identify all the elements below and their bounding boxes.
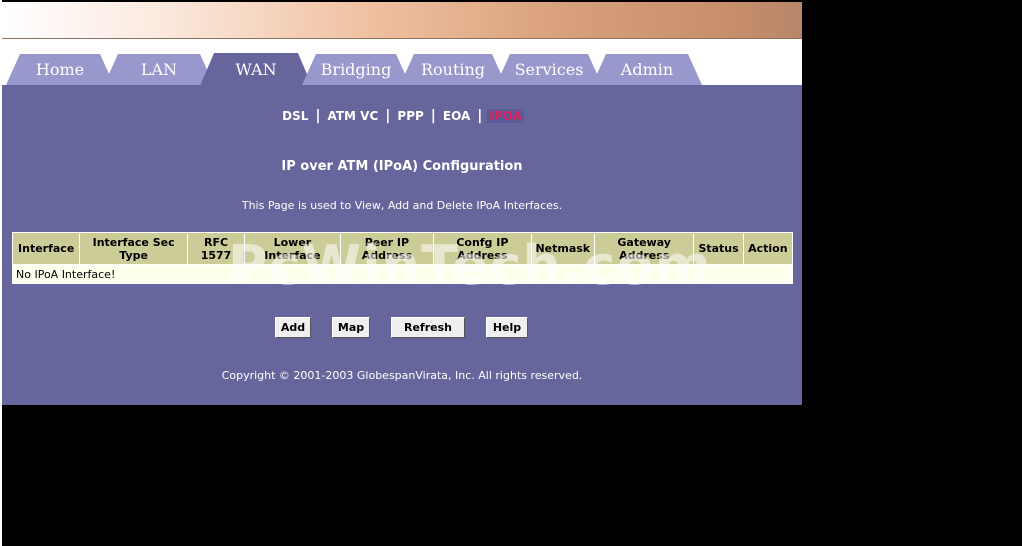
tab-label: Routing bbox=[420, 60, 486, 79]
subnav-ipoa[interactable]: IPOA bbox=[487, 109, 524, 123]
tab-label: LAN bbox=[140, 60, 178, 79]
tab-label: Bridging bbox=[320, 60, 392, 79]
map-button[interactable]: Map bbox=[332, 317, 370, 338]
add-button[interactable]: Add bbox=[275, 317, 311, 338]
subnav-ppp[interactable]: PPP bbox=[397, 109, 424, 123]
tab-wan[interactable]: WAN bbox=[200, 53, 312, 86]
help-button[interactable]: Help bbox=[486, 317, 528, 338]
subnav-eoa[interactable]: EOA bbox=[442, 109, 471, 123]
tab-lan[interactable]: LAN bbox=[104, 54, 214, 85]
tab-routing[interactable]: Routing bbox=[400, 54, 506, 85]
page-title: IP over ATM (IPoA) Configuration bbox=[281, 159, 523, 174]
column-header: Interface bbox=[13, 233, 80, 264]
table-row: No IPoA Interface! bbox=[13, 265, 792, 283]
tab-services[interactable]: Services bbox=[496, 54, 602, 85]
sub-navigation: DSL | ATM VC | PPP | EOA | IPOA bbox=[2, 109, 802, 123]
subnav-separator: | bbox=[385, 108, 391, 124]
subnav-separator: | bbox=[430, 108, 436, 124]
tab-label: Home bbox=[35, 60, 85, 79]
banner-divider bbox=[2, 38, 802, 39]
subnav-atm-vc[interactable]: ATM VC bbox=[327, 109, 379, 123]
window-left-border bbox=[0, 0, 2, 546]
subnav-separator: | bbox=[477, 108, 483, 124]
copyright-notice: Copyright © 2001-2003 GlobespanVirata, I… bbox=[221, 369, 583, 382]
empty-table-message: No IPoA Interface! bbox=[13, 265, 792, 283]
tab-label: WAN bbox=[235, 60, 277, 79]
tab-label: Services bbox=[514, 60, 584, 79]
column-header: Netmask bbox=[531, 233, 594, 264]
subnav-separator: | bbox=[315, 108, 321, 124]
subnav-dsl[interactable]: DSL bbox=[282, 109, 309, 123]
tab-label: Admin bbox=[620, 60, 674, 79]
tab-admin[interactable]: Admin bbox=[592, 54, 702, 85]
column-header: Status bbox=[694, 233, 743, 264]
column-header: Action bbox=[743, 233, 792, 264]
tab-bridging[interactable]: Bridging bbox=[302, 54, 410, 85]
header-banner bbox=[2, 2, 802, 38]
tab-home[interactable]: Home bbox=[6, 54, 114, 85]
refresh-button[interactable]: Refresh bbox=[391, 317, 465, 338]
page-description: This Page is used to View, Add and Delet… bbox=[241, 199, 563, 212]
